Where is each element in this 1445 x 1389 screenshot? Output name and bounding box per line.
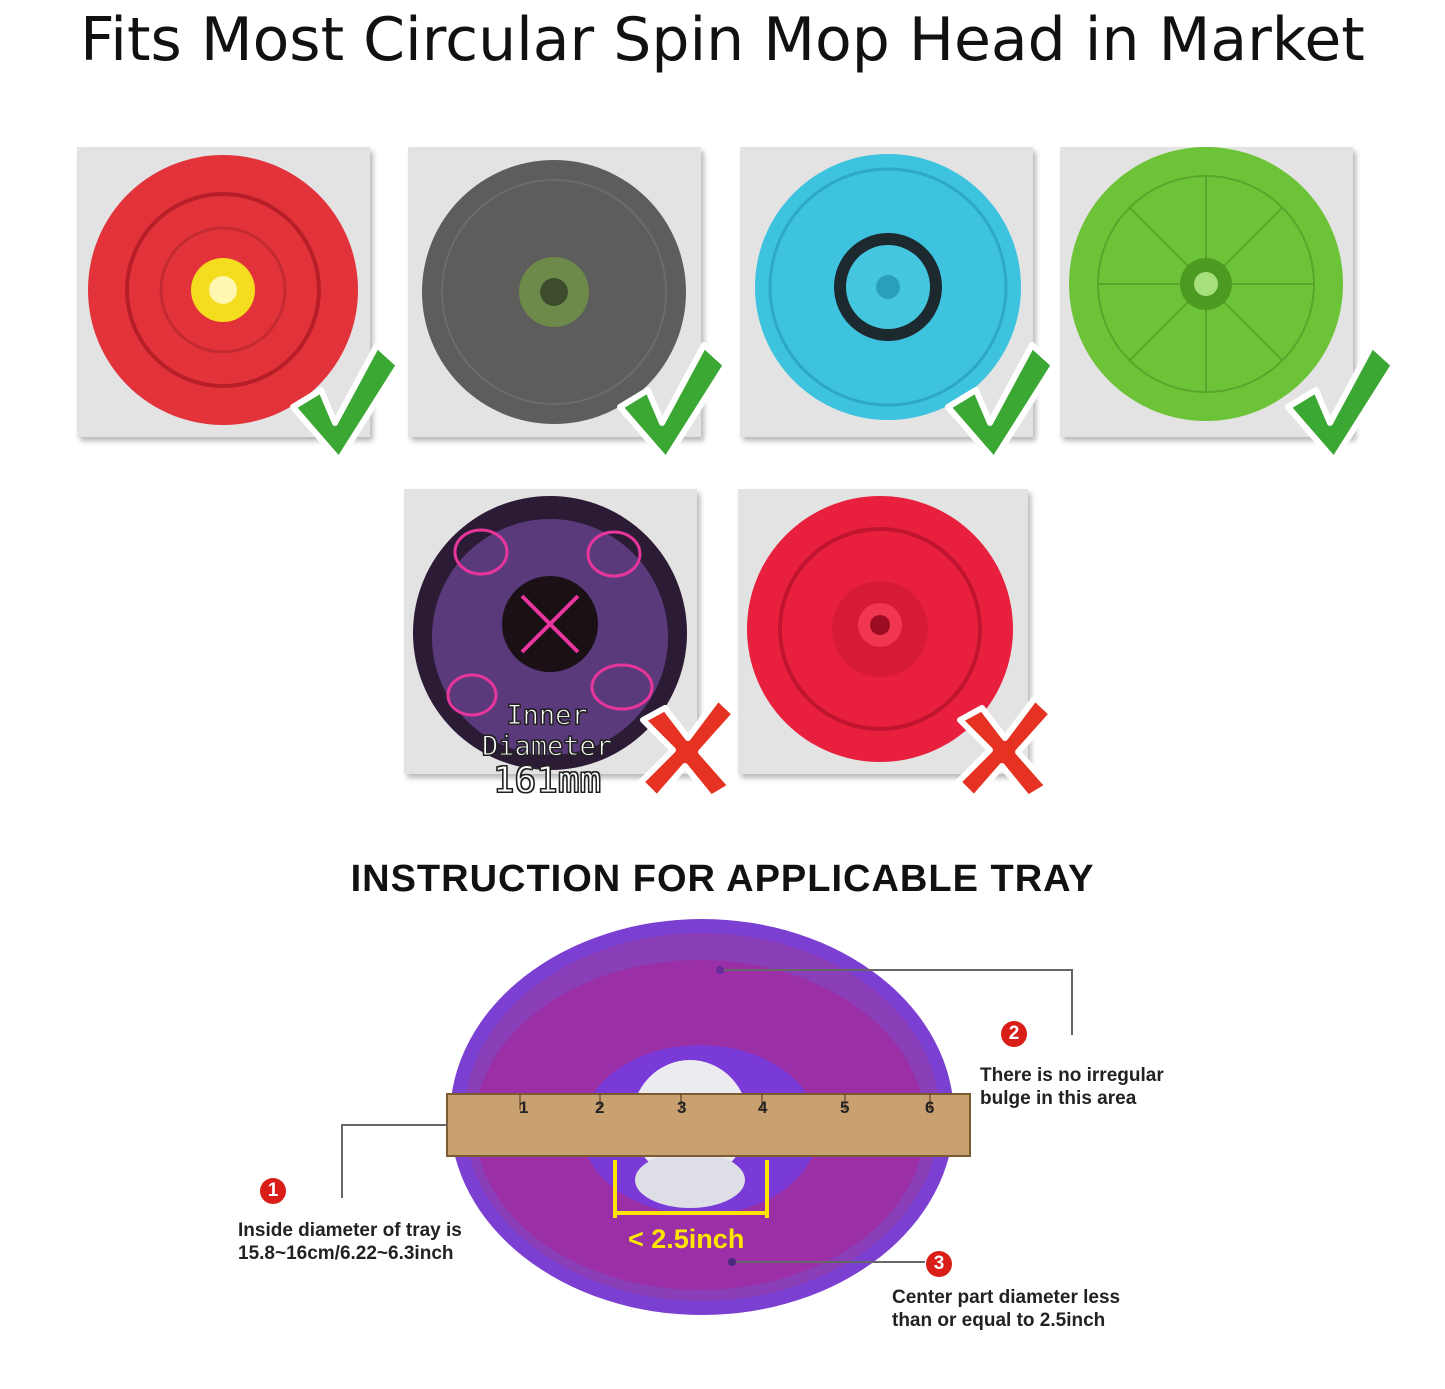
inner-label-line1: Inner — [506, 700, 588, 732]
inner-diameter-label: Inner Diameter 161mm — [462, 700, 632, 801]
callout-number-3: 3 — [926, 1251, 952, 1277]
center-measurement-label: < 2.5inch — [628, 1224, 745, 1254]
mop-tray-purple-tile — [404, 489, 697, 774]
callout-number-2: 2 — [1001, 1021, 1027, 1047]
mop-tray-red-tile — [77, 147, 370, 437]
mop-tray-blue-tile — [740, 147, 1033, 437]
callout-two-line1: There is no irregular — [980, 1065, 1164, 1086]
callout-two-text: There is no irregular bulge in this area — [980, 1064, 1164, 1110]
check-icon — [617, 342, 729, 463]
check-icon — [945, 342, 1057, 463]
mop-tray-grey-tile — [408, 147, 701, 437]
blue-tray-photo — [755, 154, 1021, 420]
inner-label-line3: 161mm — [492, 760, 602, 801]
ruler-number: 1 — [519, 1098, 529, 1117]
cross-icon — [638, 695, 738, 801]
check-icon — [1285, 342, 1397, 463]
purple-tray-photo — [413, 496, 687, 770]
ruler-number: 5 — [840, 1098, 850, 1117]
red-incompatible-tray-photo — [747, 496, 1013, 762]
callout-three-text: Center part diameter less than or equal … — [892, 1286, 1120, 1332]
callout-one-line1: Inside diameter of tray is — [238, 1220, 462, 1241]
green-tray-photo — [1069, 147, 1343, 421]
mop-tray-red-incompatible-tile — [738, 489, 1028, 774]
grey-tray-photo — [422, 160, 686, 424]
headline: Fits Most Circular Spin Mop Head in Mark… — [80, 5, 1365, 75]
ruler-number: 2 — [595, 1098, 605, 1117]
cross-icon — [955, 695, 1055, 801]
red-tray-photo — [88, 155, 358, 425]
inner-label-line2: Diameter — [481, 731, 613, 763]
callout-three-line1: Center part diameter less — [892, 1287, 1121, 1308]
callout-two-line2: bulge in this area — [980, 1088, 1137, 1109]
ruler-number: 6 — [925, 1098, 935, 1117]
callout-number-1: 1 — [260, 1178, 286, 1204]
section-title: INSTRUCTION FOR APPLICABLE TRAY — [350, 858, 1095, 900]
callout-one-line2: 15.8~16cm/6.22~6.3inch — [238, 1243, 454, 1264]
callout-one-text: Inside diameter of tray is 15.8~16cm/6.2… — [238, 1219, 462, 1265]
mop-tray-green-tile — [1060, 147, 1353, 437]
check-icon — [290, 342, 402, 463]
ruler-number: 4 — [758, 1098, 768, 1117]
callout-three-line2: than or equal to 2.5inch — [892, 1310, 1106, 1331]
ruler-number: 3 — [677, 1098, 687, 1117]
